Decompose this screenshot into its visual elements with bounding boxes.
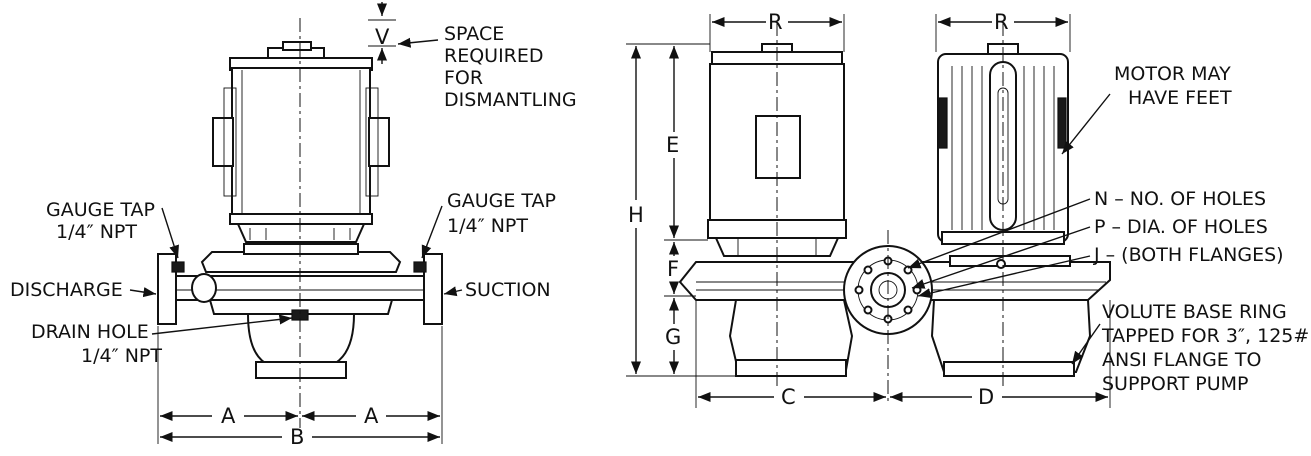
svg-text:SPACE: SPACE: [444, 23, 504, 45]
flange-notes: N – NO. OF HOLES P – DIA. OF HOLES J – (…: [907, 188, 1284, 299]
svg-text:R: R: [768, 10, 783, 34]
gauge-tap-left-callout: GAUGE TAP 1/4″ NPT: [46, 199, 179, 259]
suction-flange: [423, 253, 443, 325]
svg-text:G: G: [665, 325, 681, 349]
svg-text:TAPPED FOR 3″, 125#: TAPPED FOR 3″, 125#: [1101, 325, 1309, 347]
svg-text:MOTOR MAY: MOTOR MAY: [1114, 63, 1231, 85]
svg-text:DISMANTLING: DISMANTLING: [444, 89, 577, 111]
svg-text:DRAIN HOLE: DRAIN HOLE: [31, 321, 149, 343]
front-view: V SPACE REQUIRED FOR DISMANTLING GAUGE T…: [10, 2, 577, 449]
svg-text:SUCTION: SUCTION: [465, 279, 551, 301]
discharge-callout: DISCHARGE: [10, 279, 157, 301]
suction-callout: SUCTION: [443, 279, 551, 301]
front-pump-casing: [175, 243, 427, 379]
svg-text:H: H: [628, 203, 644, 227]
svg-text:C: C: [781, 385, 796, 409]
svg-text:VOLUTE BASE RING: VOLUTE BASE RING: [1102, 301, 1287, 323]
dim-r-left: R: [709, 10, 845, 52]
svg-text:D: D: [978, 385, 994, 409]
svg-text:J – (BOTH FLANGES): J – (BOTH FLANGES): [1093, 244, 1284, 266]
dim-v: V: [368, 2, 396, 64]
svg-text:E: E: [666, 133, 679, 157]
svg-text:F: F: [667, 257, 679, 281]
svg-text:1/4″ NPT: 1/4″ NPT: [447, 215, 528, 237]
dim-a-b: A A B: [157, 326, 443, 449]
svg-text:HAVE FEET: HAVE FEET: [1128, 87, 1232, 109]
svg-text:1/4″ NPT: 1/4″ NPT: [56, 221, 137, 243]
svg-text:DISCHARGE: DISCHARGE: [10, 279, 123, 301]
dim-h: H: [626, 43, 736, 377]
dim-v-label: V: [375, 25, 390, 49]
dim-e-f-g: E F G: [664, 46, 708, 374]
svg-text:1/4″ NPT: 1/4″ NPT: [81, 345, 162, 367]
dim-c-d: C D: [695, 300, 1111, 409]
space-required-label: SPACE REQUIRED FOR DISMANTLING: [444, 23, 577, 111]
svg-text:R: R: [994, 10, 1009, 34]
dim-r-right: R: [935, 10, 1071, 52]
dim-a-right: A: [364, 404, 379, 428]
gauge-tap-right-callout: GAUGE TAP 1/4″ NPT: [421, 190, 556, 259]
svg-text:N – NO. OF HOLES: N – NO. OF HOLES: [1094, 188, 1266, 210]
svg-text:FOR: FOR: [444, 67, 483, 89]
svg-text:SUPPORT PUMP: SUPPORT PUMP: [1102, 373, 1249, 395]
volute-base-ring-callout: VOLUTE BASE RING TAPPED FOR 3″, 125# ANS…: [1071, 301, 1309, 395]
motor-feet-callout: MOTOR MAY HAVE FEET: [1061, 63, 1232, 155]
svg-text:P – DIA. OF HOLES: P – DIA. OF HOLES: [1094, 216, 1268, 238]
gauge-tap-right-fitting: [413, 261, 427, 273]
front-motor: [212, 41, 390, 243]
svg-text:GAUGE TAP: GAUGE TAP: [46, 199, 155, 221]
dim-b: B: [290, 425, 304, 449]
svg-text:REQUIRED: REQUIRED: [444, 45, 544, 67]
drain-hole-callout: DRAIN HOLE 1/4″ NPT: [31, 314, 293, 367]
side-view: R R H E F G: [626, 10, 1309, 409]
space-leader: [397, 37, 439, 48]
svg-text:ANSI FLANGE TO: ANSI FLANGE TO: [1102, 349, 1261, 371]
dim-a-left: A: [221, 404, 236, 428]
gauge-tap-left-fitting: [171, 261, 185, 273]
svg-text:GAUGE TAP: GAUGE TAP: [447, 190, 556, 212]
